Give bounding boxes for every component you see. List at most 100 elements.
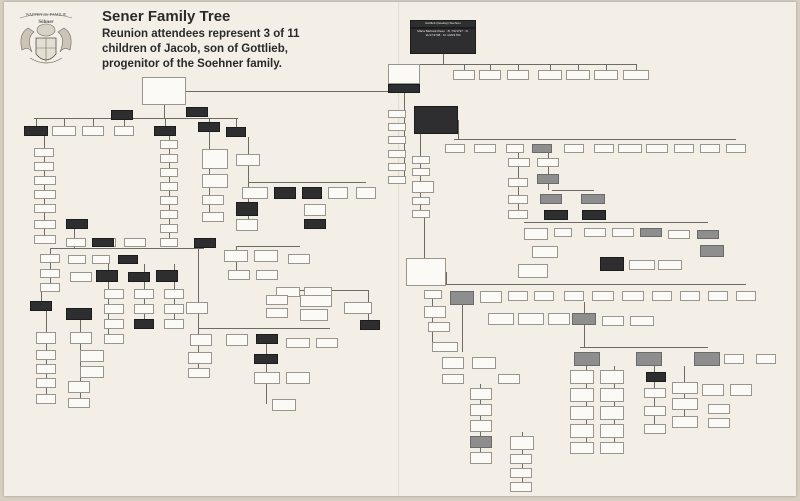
person-box-bb3 <box>36 332 56 344</box>
person-box-re13 <box>518 264 548 278</box>
person-box-ll5 <box>34 204 56 213</box>
person-box-q7 <box>592 291 614 301</box>
person-box-bm5 <box>104 289 124 299</box>
person-box-re8 <box>532 246 558 258</box>
tree-connector-line <box>248 182 366 183</box>
person-box-qf6 <box>672 416 698 428</box>
person-box-qg8 <box>510 468 532 478</box>
person-box-qc2 <box>472 357 496 369</box>
page-title: Sener Family Tree <box>102 8 231 25</box>
tree-connector-line <box>50 248 204 249</box>
person-box-bm6 <box>134 289 154 299</box>
tree-connector-line <box>404 64 636 65</box>
person-box-cc2 <box>300 295 332 307</box>
person-box-bb9 <box>36 378 56 388</box>
person-box-jacob_wife <box>388 84 420 93</box>
person-box-l_c <box>82 126 104 136</box>
person-box-qf3 <box>644 424 666 434</box>
person-box-ml5 <box>160 196 178 205</box>
person-box-r_jacob_col1 <box>388 110 406 118</box>
person-box-cb2 <box>190 334 212 346</box>
person-box-lr2 <box>66 238 86 247</box>
tree-connector-line <box>424 214 425 258</box>
person-box-r_jacob_col4 <box>388 150 406 158</box>
person-box-mm2 <box>202 174 228 188</box>
person-box-left_root <box>142 77 186 105</box>
tree-connector-line <box>443 54 444 64</box>
person-box-cb9 <box>254 354 278 364</box>
person-box-gottlieb_details: Maria Barbara Kleen · B. 7/4/1727 · D. 1… <box>410 28 476 54</box>
tree-connector-line <box>209 118 210 122</box>
person-box-cb10 <box>254 372 280 384</box>
person-box-cb11 <box>286 372 310 384</box>
person-box-cb1 <box>186 302 208 314</box>
tree-connector-line <box>41 292 42 301</box>
person-box-qg5 <box>470 452 492 464</box>
person-box-mr4 <box>302 187 322 199</box>
person-box-rs3 <box>412 181 434 193</box>
person-box-rt4 <box>228 270 250 280</box>
person-box-rd4 <box>581 194 605 204</box>
person-box-mr1 <box>236 154 260 166</box>
person-box-r10 <box>700 144 720 153</box>
person-box-bl3 <box>92 255 110 264</box>
person-box-q9 <box>652 291 672 301</box>
person-box-cb7 <box>188 352 212 364</box>
tree-connector-line <box>458 120 459 139</box>
person-box-qe9 <box>570 442 594 454</box>
person-box-re10 <box>629 260 655 270</box>
person-box-qe6 <box>600 406 624 420</box>
person-box-cb8 <box>188 368 210 378</box>
person-box-mr2 <box>242 187 268 199</box>
tree-connector-line <box>550 64 551 70</box>
tree-connector-line <box>518 64 519 70</box>
person-box-ml2 <box>160 154 178 163</box>
person-box-re3 <box>584 228 606 237</box>
person-box-bm2 <box>96 270 118 282</box>
person-box-cc1 <box>266 295 288 305</box>
person-box-first_gen_3 <box>507 70 529 80</box>
person-box-cc3 <box>344 302 372 314</box>
person-box-cb3 <box>226 334 248 346</box>
tree-connector-line <box>462 305 463 352</box>
person-box-bl1 <box>40 254 60 263</box>
person-box-qf4 <box>672 382 698 394</box>
person-box-cc5 <box>300 309 328 321</box>
person-box-rc1 <box>508 158 530 167</box>
person-label: Maria Barbara Kleen · B. 7/4/1727 · D. 1… <box>417 29 469 37</box>
person-box-bb1 <box>30 301 52 311</box>
person-box-rt5 <box>256 270 278 280</box>
person-box-bb10 <box>68 381 90 393</box>
person-box-bb6 <box>80 350 104 362</box>
tree-connector-line <box>684 366 685 422</box>
person-box-mr9 <box>304 204 326 216</box>
person-box-qc1 <box>442 357 464 369</box>
person-box-rc3 <box>508 195 528 204</box>
person-box-bl6 <box>40 283 60 292</box>
person-box-bm14 <box>104 334 124 344</box>
person-box-cc4 <box>266 308 288 318</box>
person-box-qc4 <box>498 374 520 384</box>
tree-connector-line <box>209 132 210 212</box>
person-box-qg9 <box>510 482 532 492</box>
person-box-ml8 <box>160 238 178 247</box>
person-box-first_gen_2 <box>479 70 501 80</box>
tree-connector-line <box>44 136 45 242</box>
tree-connector-line <box>36 118 37 126</box>
person-box-qe2 <box>600 370 624 384</box>
person-box-re6 <box>668 230 690 239</box>
person-box-q11 <box>708 291 728 301</box>
tree-connector-line <box>236 118 237 127</box>
person-box-q2 <box>450 291 474 305</box>
family-crest-icon: WAPPEN der FAMILIE Söhner <box>19 12 73 64</box>
person-box-lr5 <box>124 238 146 247</box>
person-box-l_h <box>186 107 208 117</box>
person-box-qg1 <box>470 388 492 400</box>
person-box-mr8 <box>236 219 258 231</box>
poster-fold-crease <box>398 2 400 496</box>
person-box-re2 <box>554 228 572 237</box>
person-box-qg4 <box>470 436 492 448</box>
person-box-r_jacob_col3 <box>388 136 406 144</box>
person-box-jacob <box>388 64 420 84</box>
tree-connector-line <box>34 118 238 119</box>
